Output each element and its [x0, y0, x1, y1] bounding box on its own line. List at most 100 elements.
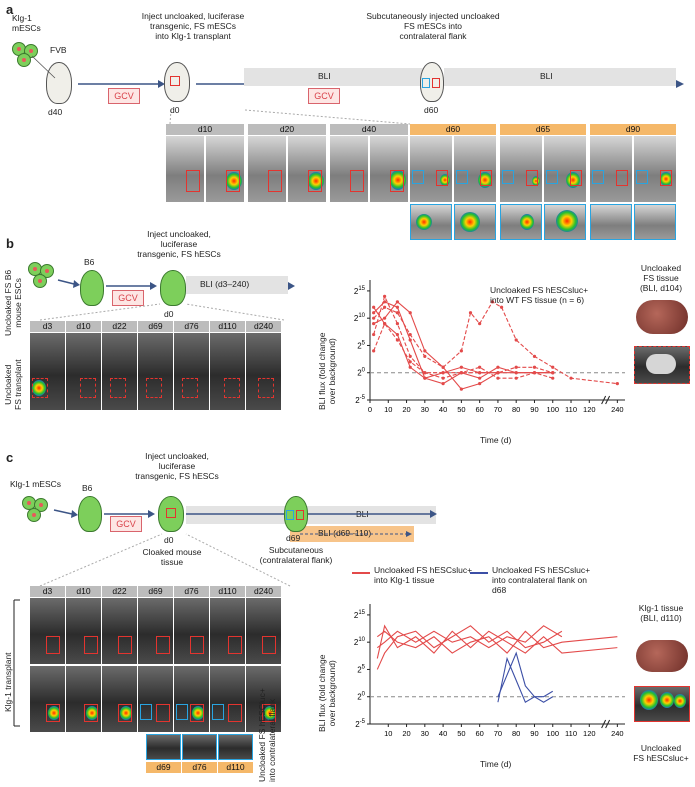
time-header: d10 — [66, 586, 101, 597]
bli-signal — [86, 706, 98, 720]
data-point — [514, 376, 518, 380]
data-point — [514, 371, 518, 375]
time-header: d76 — [174, 321, 209, 332]
side-label: Uncloaked FS hESCluc+ into contralateral… — [257, 688, 277, 782]
data-point — [551, 371, 555, 375]
transplant-marker — [118, 636, 132, 654]
data-point — [441, 382, 445, 386]
data-point — [569, 376, 573, 380]
transplant-marker — [660, 170, 672, 186]
chart-c-xlabel: Time (d) — [480, 759, 512, 769]
bli-signal — [390, 170, 406, 190]
day60-label: d60 — [424, 105, 439, 115]
y-tick-label: 2-5 — [355, 395, 365, 405]
cell-icon — [17, 53, 31, 67]
data-point — [459, 387, 463, 391]
bli-image — [138, 666, 173, 732]
mouse-icon — [158, 496, 184, 532]
tissue-title: Klg-1 tissue (BLI, d110) — [638, 603, 684, 623]
bli-label-2: BLI — [540, 71, 553, 81]
data-point — [383, 316, 387, 320]
cloaked-label: Cloaked mouse tissue — [142, 547, 202, 567]
transplant-marker — [186, 170, 200, 192]
gcv-box: GCV — [110, 516, 142, 532]
flank-marker — [140, 704, 152, 720]
y-tick-label: 25 — [357, 664, 365, 674]
mouse-icon — [78, 496, 102, 532]
time-header: d22 — [102, 321, 137, 332]
bli-bar — [186, 506, 436, 524]
transplant-marker — [46, 636, 60, 654]
bli-image — [102, 666, 137, 732]
x-tick-label: 110 — [565, 729, 577, 738]
data-point — [478, 322, 482, 326]
time-header: d110 — [210, 321, 245, 332]
time-header: d76 — [174, 586, 209, 597]
data-point — [490, 300, 495, 304]
cells-label: Klg-1 mESCs — [12, 13, 41, 33]
data-point — [514, 338, 518, 342]
panel-c-label: c — [6, 450, 14, 465]
transplant-marker — [84, 704, 98, 722]
tissue-photo — [636, 640, 688, 672]
transplant-marker — [182, 378, 198, 398]
data-point — [532, 365, 537, 369]
bli-signal — [556, 210, 578, 232]
series-line — [373, 306, 553, 385]
x-tick-label: 30 — [421, 405, 429, 414]
transplant-marker — [156, 704, 170, 722]
data-point — [441, 365, 445, 369]
bli-label: BLI — [318, 71, 331, 81]
data-point — [459, 349, 463, 353]
tissue-caption: Uncloaked FS hESCsluc+ — [633, 743, 689, 763]
bli-bar — [244, 68, 424, 86]
tissue-signal — [646, 354, 676, 374]
bli-image — [634, 136, 676, 202]
inject-text: Inject uncloaked, luciferase transgenic,… — [135, 451, 219, 481]
bli-signal — [520, 214, 534, 230]
bli-image — [102, 598, 137, 664]
time-header: d110 — [210, 586, 245, 597]
data-point — [395, 322, 400, 326]
flank-marker — [422, 78, 430, 88]
strain-label: B6 — [84, 257, 95, 267]
data-point — [408, 311, 412, 315]
x-tick-label: 40 — [439, 405, 447, 414]
gcv-box: GCV — [112, 290, 144, 306]
y-tick-label: 20 — [357, 692, 365, 702]
bli-image — [410, 136, 452, 202]
transplant-marker — [190, 636, 204, 654]
data-point — [423, 376, 427, 380]
series-line — [376, 624, 618, 659]
mouse-icon — [80, 270, 104, 306]
mouse-icon — [160, 270, 186, 306]
bli-label: BLI (d3–240) — [200, 279, 250, 289]
transplant-marker — [526, 170, 538, 186]
transplant-marker — [80, 378, 96, 398]
data-point — [532, 354, 537, 358]
transplant-marker — [390, 170, 404, 192]
data-point — [615, 382, 619, 386]
data-point — [441, 376, 445, 380]
data-point — [459, 371, 463, 375]
data-point — [423, 354, 427, 358]
y-tick-label: 215 — [354, 610, 366, 620]
tissue-bli-image — [634, 346, 690, 384]
data-point — [383, 305, 387, 309]
chart-b-legend: Uncloaked FS hESCsluc+ into WT FS tissue… — [490, 285, 589, 305]
bli-image — [454, 136, 496, 202]
flank-marker — [502, 170, 514, 184]
transplant-marker — [350, 170, 364, 192]
time-header: d40 — [330, 124, 408, 135]
bli-signal — [308, 172, 324, 190]
bli-signal — [416, 214, 432, 230]
transplant-marker — [118, 704, 132, 722]
time-header: d3 — [30, 321, 65, 332]
axis-break — [601, 395, 607, 405]
mouse-icon — [46, 62, 72, 104]
time-header: d240 — [246, 586, 281, 597]
flank-marker — [286, 510, 294, 520]
transplant-marker — [262, 636, 276, 654]
x-tick-label: 240 — [611, 729, 624, 738]
